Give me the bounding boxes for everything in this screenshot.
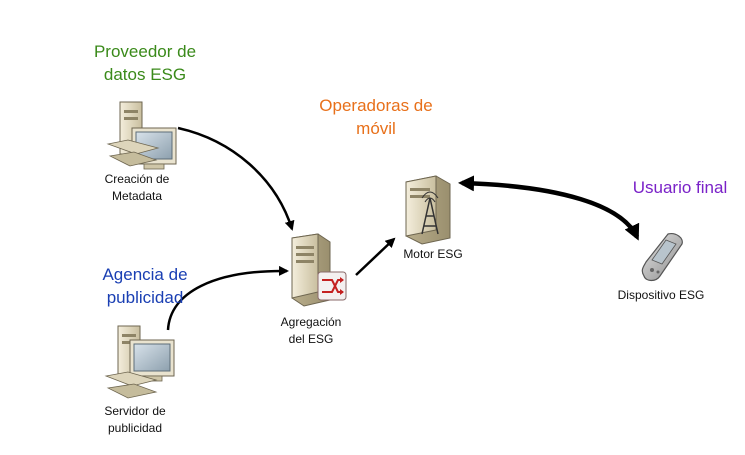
node-label-line: Servidor de xyxy=(104,404,166,418)
node-label-engine: Motor ESG xyxy=(378,246,488,263)
role-label-agency: Agencia de publicidad xyxy=(78,263,212,309)
desktop-computer-icon xyxy=(104,325,175,399)
node-label-line: del ESG xyxy=(288,332,334,346)
node-label-ad-server: Servidor de publicidad xyxy=(80,403,190,437)
role-label-end-user: Usuario final xyxy=(618,176,742,199)
role-label-operators: Operadoras de móvil xyxy=(306,94,446,140)
role-label-line: móvil xyxy=(356,119,396,138)
role-label-line: datos ESG xyxy=(103,65,187,84)
role-label-line: Proveedor de xyxy=(93,42,197,61)
node-label-line: Metadata xyxy=(111,189,163,203)
role-label-provider: Proveedor de datos ESG xyxy=(78,40,212,86)
node-label-line: Dispositivo ESG xyxy=(617,288,705,302)
server-antenna-icon xyxy=(405,175,451,245)
node-label-line: publicidad xyxy=(107,421,163,435)
role-label-line: publicidad xyxy=(106,288,184,307)
server-icon xyxy=(291,233,347,307)
desktop-computer-icon xyxy=(106,101,177,170)
role-label-line: Usuario final xyxy=(632,178,728,197)
arrow-aggregation-to-engine xyxy=(355,237,396,276)
role-label-line: Agencia de xyxy=(102,265,188,284)
node-label-metadata: Creación de Metadata xyxy=(82,171,192,205)
node-label-device: Dispositivo ESG xyxy=(596,287,726,304)
node-label-line: Agregación xyxy=(280,315,342,329)
mobile-phone-icon xyxy=(641,233,683,282)
role-label-line: Operadoras de xyxy=(319,96,433,115)
node-label-line: Creación de xyxy=(104,172,170,186)
node-label-aggregation: Agregación del ESG xyxy=(256,314,366,348)
shuffle-icon xyxy=(317,271,347,301)
node-label-line: Motor ESG xyxy=(403,247,463,261)
arrow-metadata-to-aggregation xyxy=(177,126,295,231)
arrow-engine-device-bidirectional xyxy=(458,175,640,241)
antenna-icon xyxy=(421,191,439,235)
arrow-adserver-to-aggregation xyxy=(166,265,289,331)
